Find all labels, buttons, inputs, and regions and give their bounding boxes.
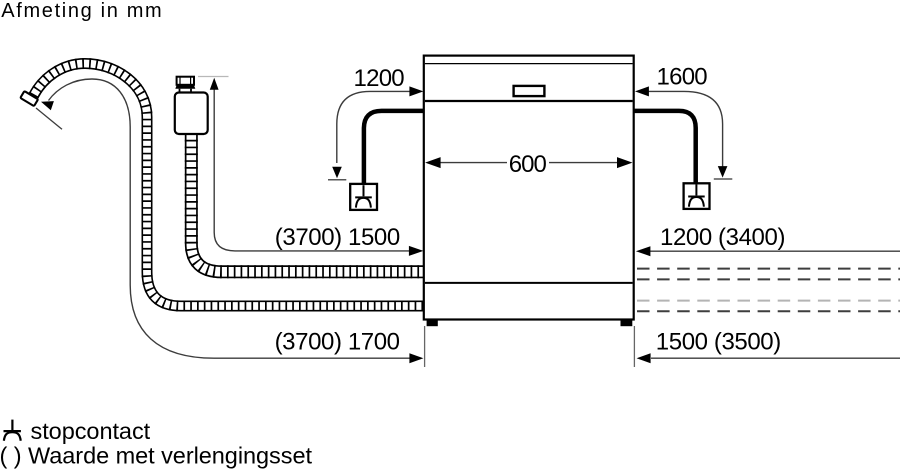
svg-text:1500 (3500): 1500 (3500) [656,329,781,356]
svg-text:(3700) 1500: (3700) 1500 [275,224,400,251]
svg-text:600: 600 [509,151,547,178]
svg-text:stopcontact: stopcontact [31,418,151,444]
svg-text:Afmeting in mm: Afmeting in mm [1,0,163,22]
svg-text:( ) Waarde met verlengingsset: ( ) Waarde met verlengingsset [0,442,312,468]
svg-text:1200: 1200 [354,65,405,92]
svg-text:1600: 1600 [657,63,708,90]
svg-text:1200 (3400): 1200 (3400) [660,224,785,251]
svg-text:(3700) 1700: (3700) 1700 [275,329,400,356]
